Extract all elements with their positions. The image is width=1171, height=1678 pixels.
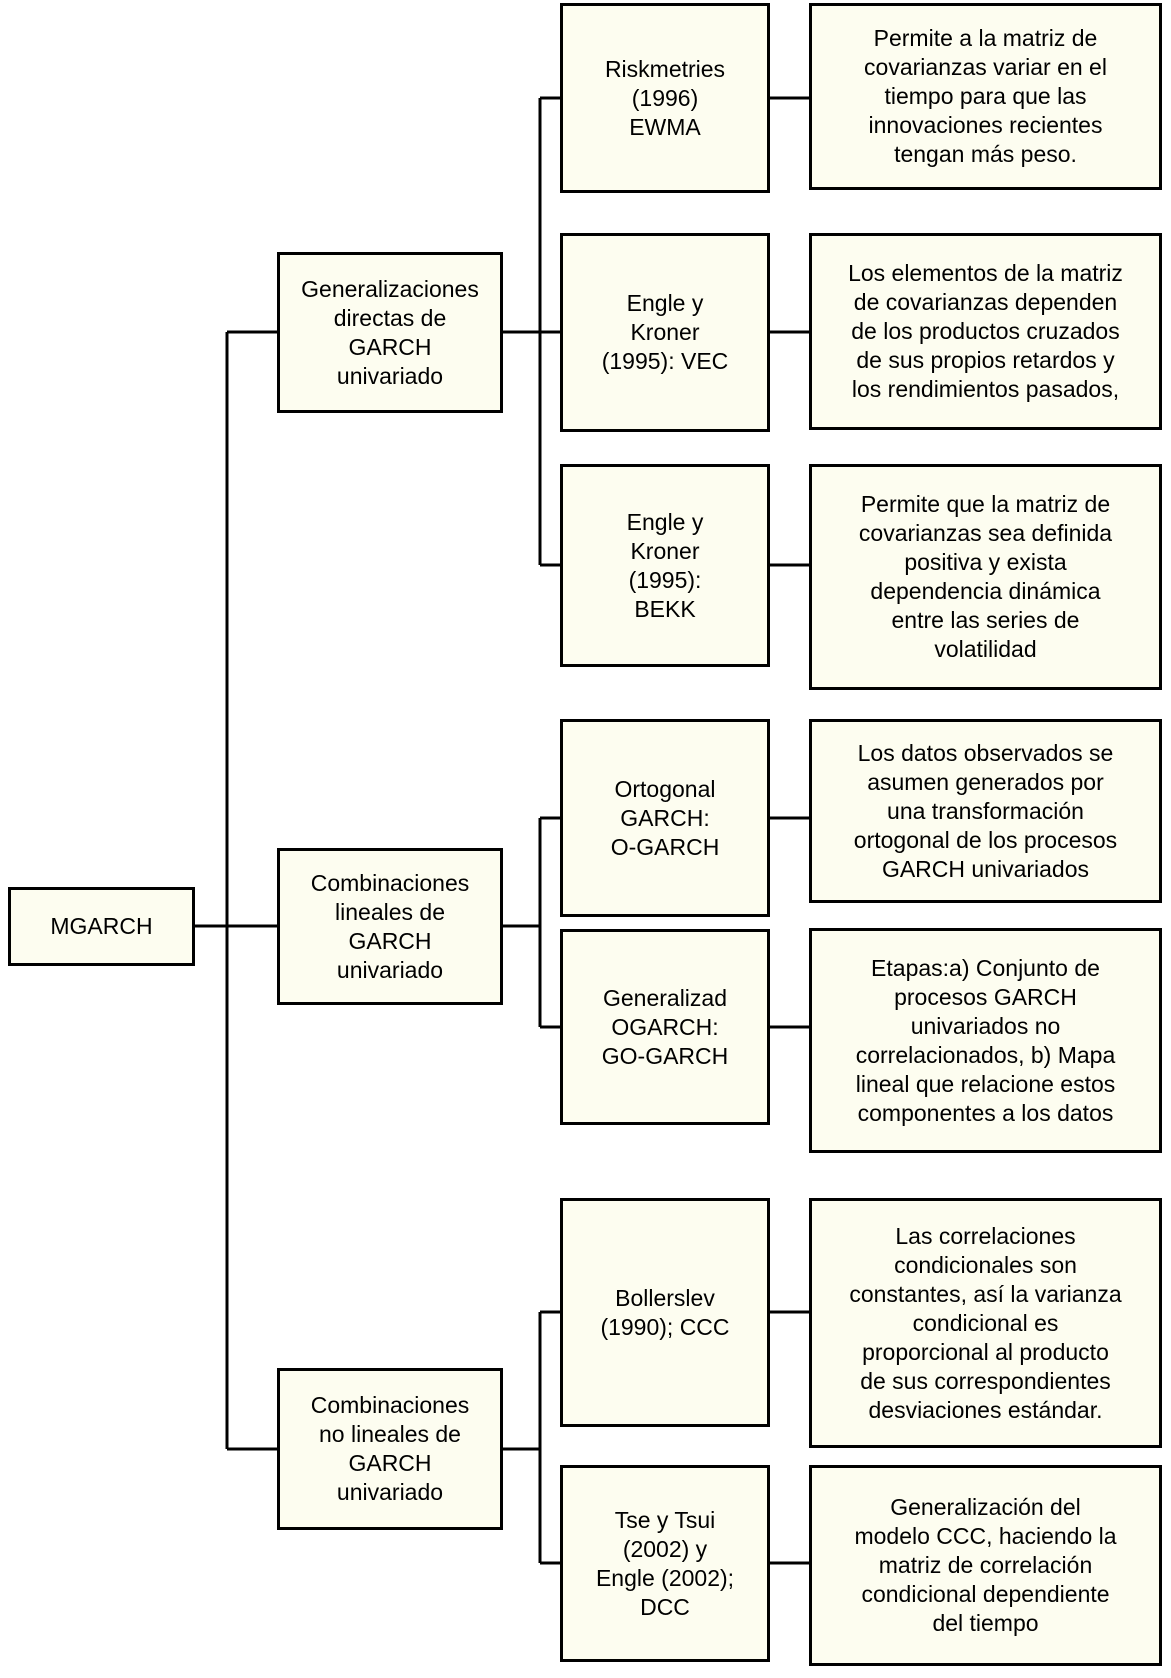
description-text: Las correlaciones condicionales son cons… (849, 1222, 1122, 1423)
description-text: Los datos observados se asumen generados… (853, 739, 1118, 882)
category-label: Combinaciones no lineales de GARCH univa… (310, 1392, 470, 1505)
description-text: Generalización del modelo CCC, haciendo … (854, 1494, 1117, 1636)
model-label: Engle y Kroner (1995): VEC (601, 290, 729, 374)
model-label: Engle y Kroner (1995): BEKK (626, 508, 704, 622)
model-label: Bollerslev (1990); CCC (600, 1284, 730, 1340)
model-node-go-garch: Generalizad OGARCH: GO-GARCH (560, 929, 770, 1125)
description-text: Permite que la matriz de covarianzas sea… (858, 491, 1113, 662)
model-label: Generalizad OGARCH: GO-GARCH (601, 984, 729, 1069)
description-text: Los elementos de la matriz de covarianza… (848, 260, 1123, 402)
category-label: Generalizaciones directas de GARCH univa… (301, 275, 479, 389)
model-label: Tse y Tsui (2002) y Engle (2002); DCC (595, 1506, 735, 1620)
root-node-label: MGARCH (50, 913, 153, 939)
category-node-generalizaciones-directas: Generalizaciones directas de GARCH univa… (277, 252, 503, 413)
model-node-dcc: Tse y Tsui (2002) y Engle (2002); DCC (560, 1465, 770, 1662)
description-text: Permite a la matriz de covarianzas varia… (864, 25, 1107, 167)
description-box-ewma: Permite a la matriz de covarianzas varia… (809, 3, 1162, 190)
model-node-ccc: Bollerslev (1990); CCC (560, 1198, 770, 1427)
description-box-dcc: Generalización del modelo CCC, haciendo … (809, 1465, 1162, 1666)
model-node-vec: Engle y Kroner (1995): VEC (560, 233, 770, 432)
description-box-o-garch: Los datos observados se asumen generados… (809, 719, 1162, 903)
root-node-mgarch: MGARCH (8, 887, 195, 966)
category-node-combinaciones-no-lineales: Combinaciones no lineales de GARCH univa… (277, 1368, 503, 1530)
model-node-bekk: Engle y Kroner (1995): BEKK (560, 464, 770, 667)
description-box-vec: Los elementos de la matriz de covarianza… (809, 233, 1162, 430)
description-box-bekk: Permite que la matriz de covarianzas sea… (809, 464, 1162, 690)
model-label: Riskmetries (1996) EWMA (604, 55, 726, 140)
model-node-o-garch: Ortogonal GARCH: O-GARCH (560, 719, 770, 917)
description-box-ccc: Las correlaciones condicionales son cons… (809, 1198, 1162, 1448)
model-node-ewma: Riskmetries (1996) EWMA (560, 3, 770, 193)
description-text: Etapas:a) Conjunto de procesos GARCH uni… (855, 954, 1116, 1126)
description-box-go-garch: Etapas:a) Conjunto de procesos GARCH uni… (809, 928, 1162, 1153)
category-node-combinaciones-lineales: Combinaciones lineales de GARCH univaria… (277, 848, 503, 1005)
category-label: Combinaciones lineales de GARCH univaria… (310, 869, 470, 983)
model-label: Ortogonal GARCH: O-GARCH (610, 775, 720, 860)
